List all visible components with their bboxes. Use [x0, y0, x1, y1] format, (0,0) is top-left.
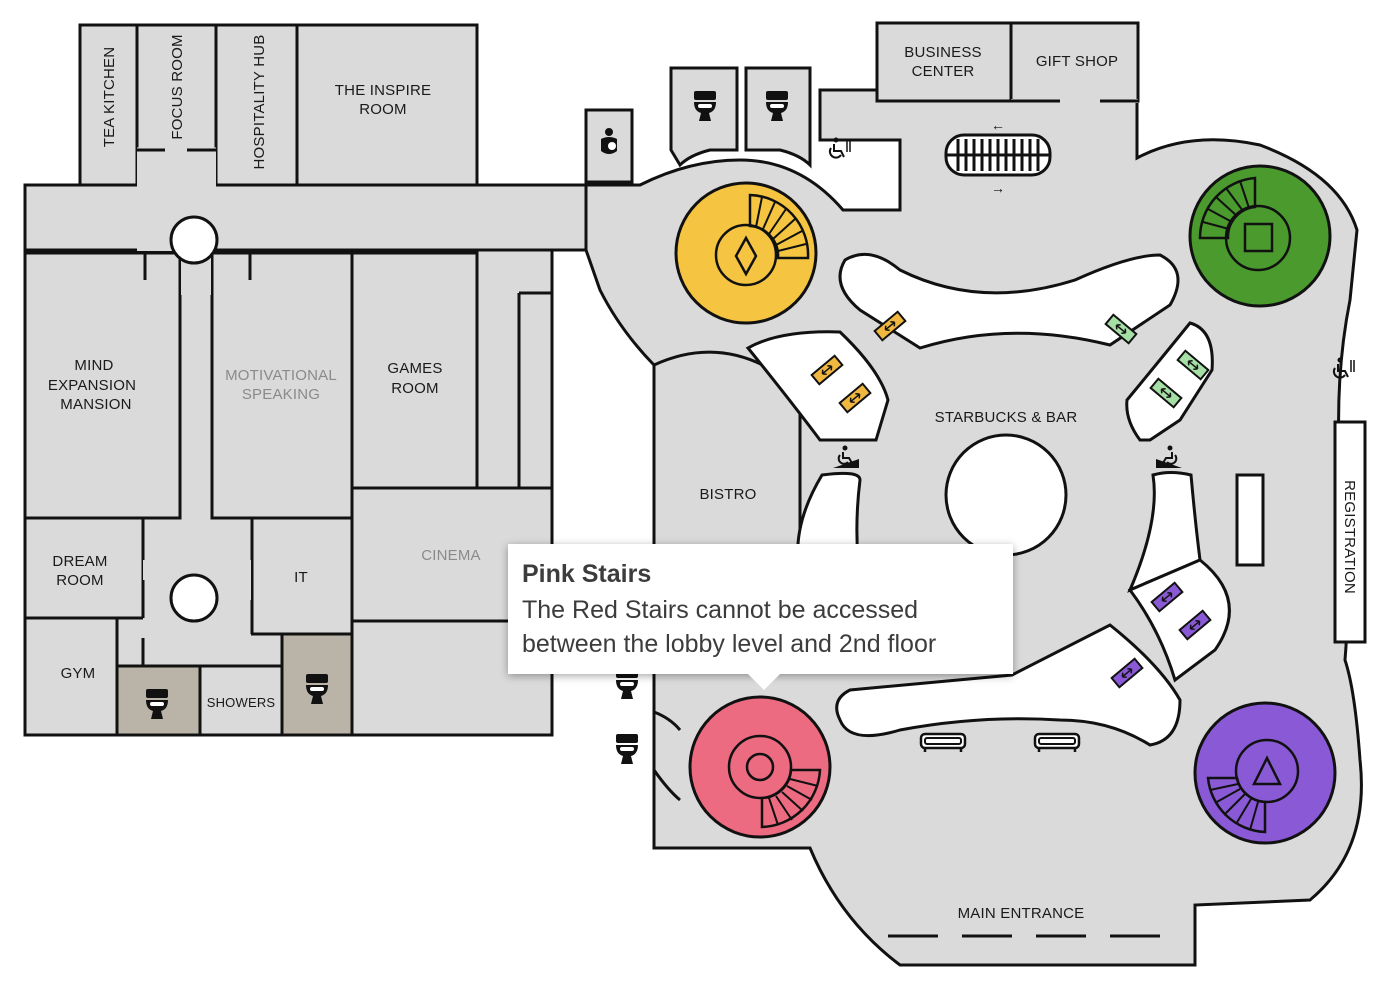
island-lower-left: [796, 471, 862, 562]
tooltip-title: Pink Stairs: [522, 560, 652, 588]
pink-stairs-circle: [688, 695, 832, 839]
mind-expansion-mansion-room[interactable]: [23, 251, 182, 520]
hospitality-hub-room[interactable]: [214, 23, 299, 187]
it-room[interactable]: [250, 516, 354, 636]
motivational-speaking-room[interactable]: [210, 251, 354, 520]
business-center-label-2: CENTER: [912, 63, 975, 80]
games-label-2: ROOM: [391, 380, 438, 397]
center-pillar: [944, 433, 1068, 557]
games-label-1: GAMES: [387, 360, 442, 377]
motivational-label-1: MOTIVATIONAL: [225, 367, 337, 384]
hospitality-hub-label: HOSPITALITY HUB: [251, 35, 268, 170]
green-stairs-circle: [1188, 164, 1332, 308]
pillar: [169, 215, 219, 265]
diamond-icon: [734, 235, 758, 277]
restroom-right[interactable]: [280, 632, 354, 737]
gift-shop-room[interactable]: [1009, 21, 1140, 103]
inspire-room-label-1: THE INSPIRE: [335, 82, 431, 99]
dream-label-1: DREAM: [52, 553, 107, 570]
square-icon: [1243, 222, 1274, 253]
business-center-room[interactable]: [875, 21, 1013, 103]
mind-label-2: EXPANSION: [48, 377, 136, 394]
triangle-icon: [1251, 755, 1283, 786]
circle-icon: [745, 752, 775, 782]
mind-label-3: MANSION: [60, 396, 131, 413]
motivational-label-2: SPEAKING: [242, 386, 320, 403]
main-entrance-label: MAIN ENTRANCE: [958, 905, 1085, 922]
tooltip-line-1: The Red Stairs cannot be accessed: [522, 596, 919, 624]
cinema-label: CINEMA: [421, 547, 481, 564]
island-top: [838, 252, 1180, 350]
tooltip-line-2: between the lobby level and 2nd floor: [522, 630, 937, 658]
tea-kitchen-room[interactable]: [78, 23, 139, 187]
registration-label: REGISTRATION: [1341, 480, 1358, 594]
escalator-icon: ← →: [944, 117, 1052, 196]
stairs-tooltip: Pink Stairs The Red Stairs cannot be acc…: [508, 544, 1013, 690]
nursing-room-icon: [601, 128, 617, 154]
svg-text:←: ←: [991, 117, 1005, 133]
yellow-stairs-circle: [674, 181, 818, 325]
dream-label-2: ROOM: [56, 572, 103, 589]
bistro-label: BISTRO: [699, 486, 756, 503]
toilet-icon: [616, 734, 638, 764]
focus-room-label: FOCUS ROOM: [169, 34, 186, 139]
mind-label-1: MIND: [74, 357, 113, 374]
island-left: [745, 330, 890, 442]
starbucks-label: STARBUCKS & BAR: [935, 409, 1078, 426]
svg-text:→: →: [991, 180, 1005, 196]
pink-stairs[interactable]: [688, 695, 832, 839]
focus-room[interactable]: [135, 23, 218, 152]
registration-counter-small: [1235, 473, 1265, 567]
island-bottom: [835, 623, 1182, 747]
showers-room[interactable]: [198, 664, 284, 737]
tea-kitchen-label: TEA KITCHEN: [101, 47, 118, 148]
registration-desk[interactable]: [1333, 420, 1367, 644]
island-lower-right: [1127, 471, 1202, 593]
gift-shop-label: GIFT SHOP: [1036, 53, 1118, 70]
yellow-stairs[interactable]: [674, 181, 818, 325]
pillar: [169, 573, 219, 623]
showers-label: SHOWERS: [207, 695, 276, 710]
gym-label: GYM: [61, 665, 96, 682]
inspire-room[interactable]: [295, 23, 479, 187]
it-label: IT: [294, 569, 308, 586]
island-right: [1125, 321, 1214, 442]
purple-stairs[interactable]: [1193, 701, 1337, 845]
business-center-label-1: BUSINESS: [904, 44, 981, 61]
inspire-room-label-2: ROOM: [359, 101, 406, 118]
island-right-bottom: [1127, 558, 1231, 683]
gym-room[interactable]: [23, 616, 119, 737]
green-stairs[interactable]: [1188, 164, 1332, 308]
